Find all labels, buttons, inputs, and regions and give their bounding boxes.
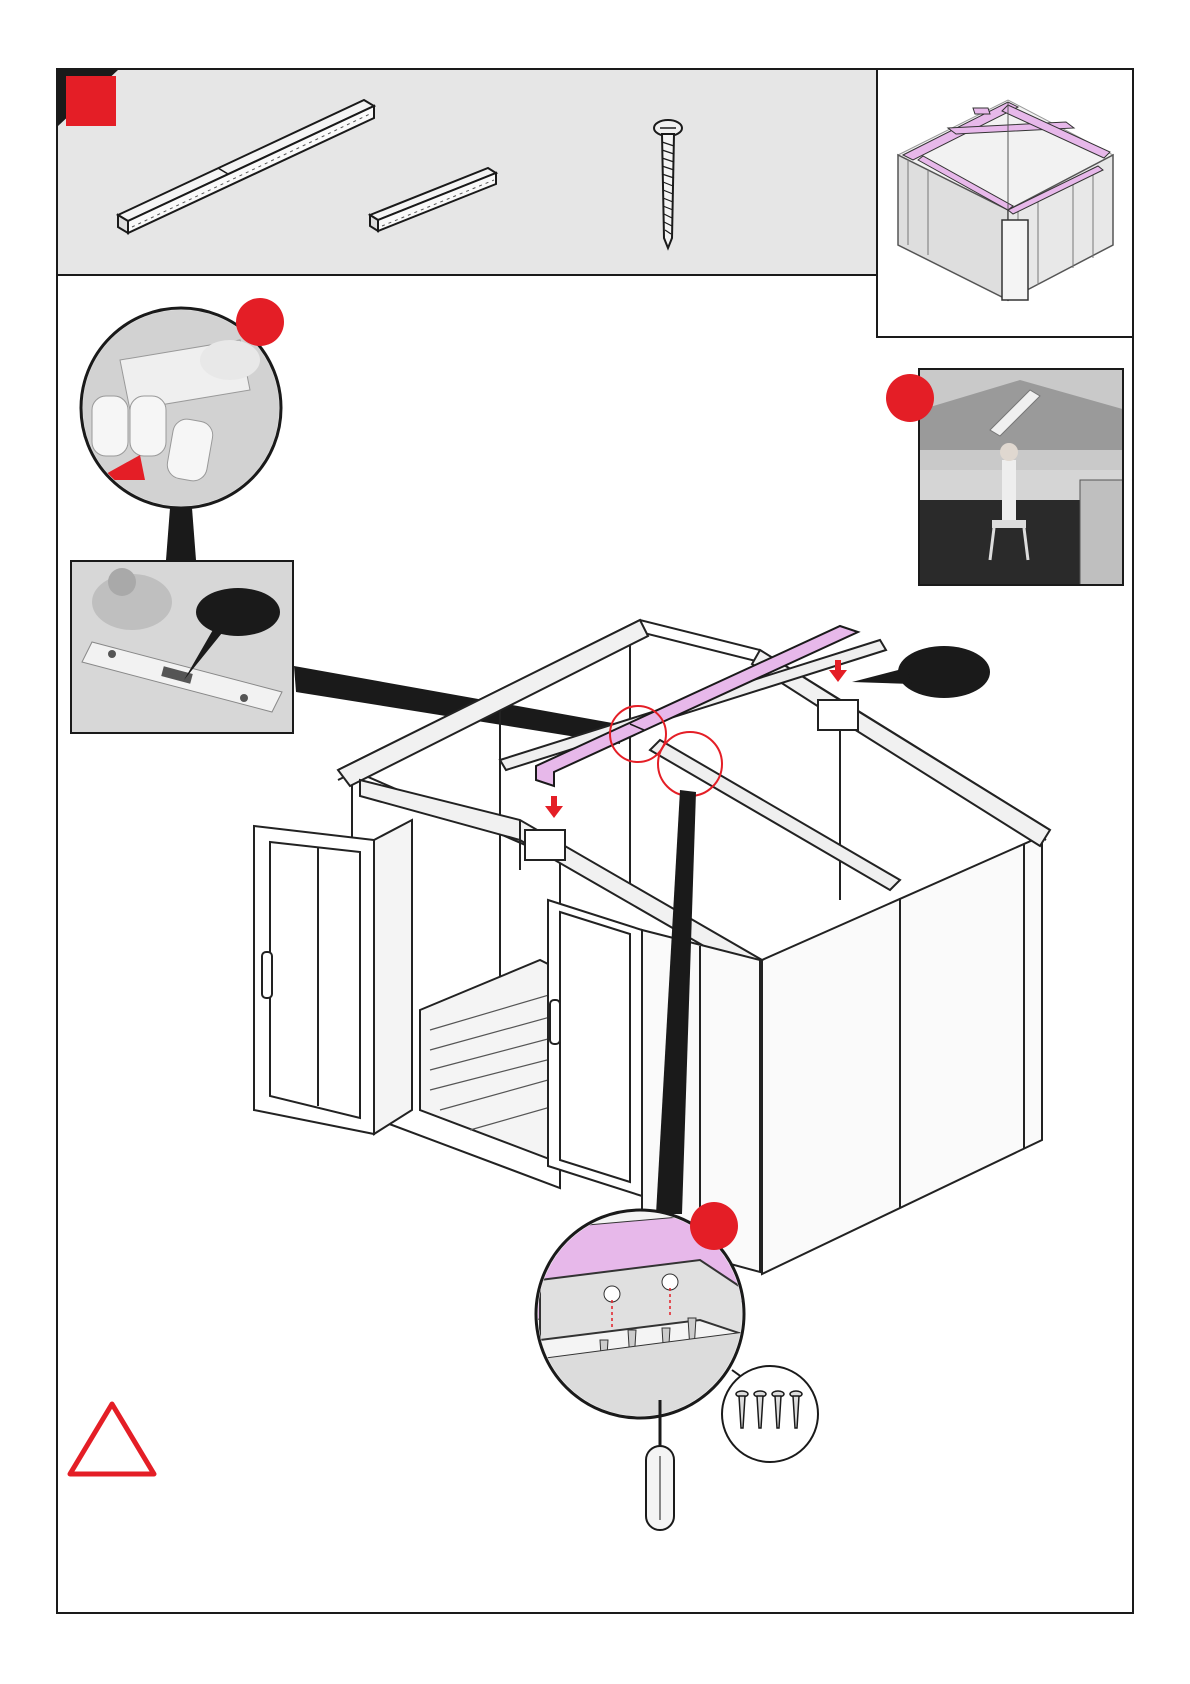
callout-bubble-left: [184, 588, 280, 680]
warning-icon: [70, 1404, 154, 1474]
zoom-detail-beam-joint: [80, 308, 281, 560]
hint-dot-1: [236, 298, 284, 346]
screw-quantity-callout: [722, 1366, 818, 1462]
hint-dot-3: [690, 1202, 738, 1250]
zoom-detail-screw-fixing: [530, 1210, 760, 1530]
